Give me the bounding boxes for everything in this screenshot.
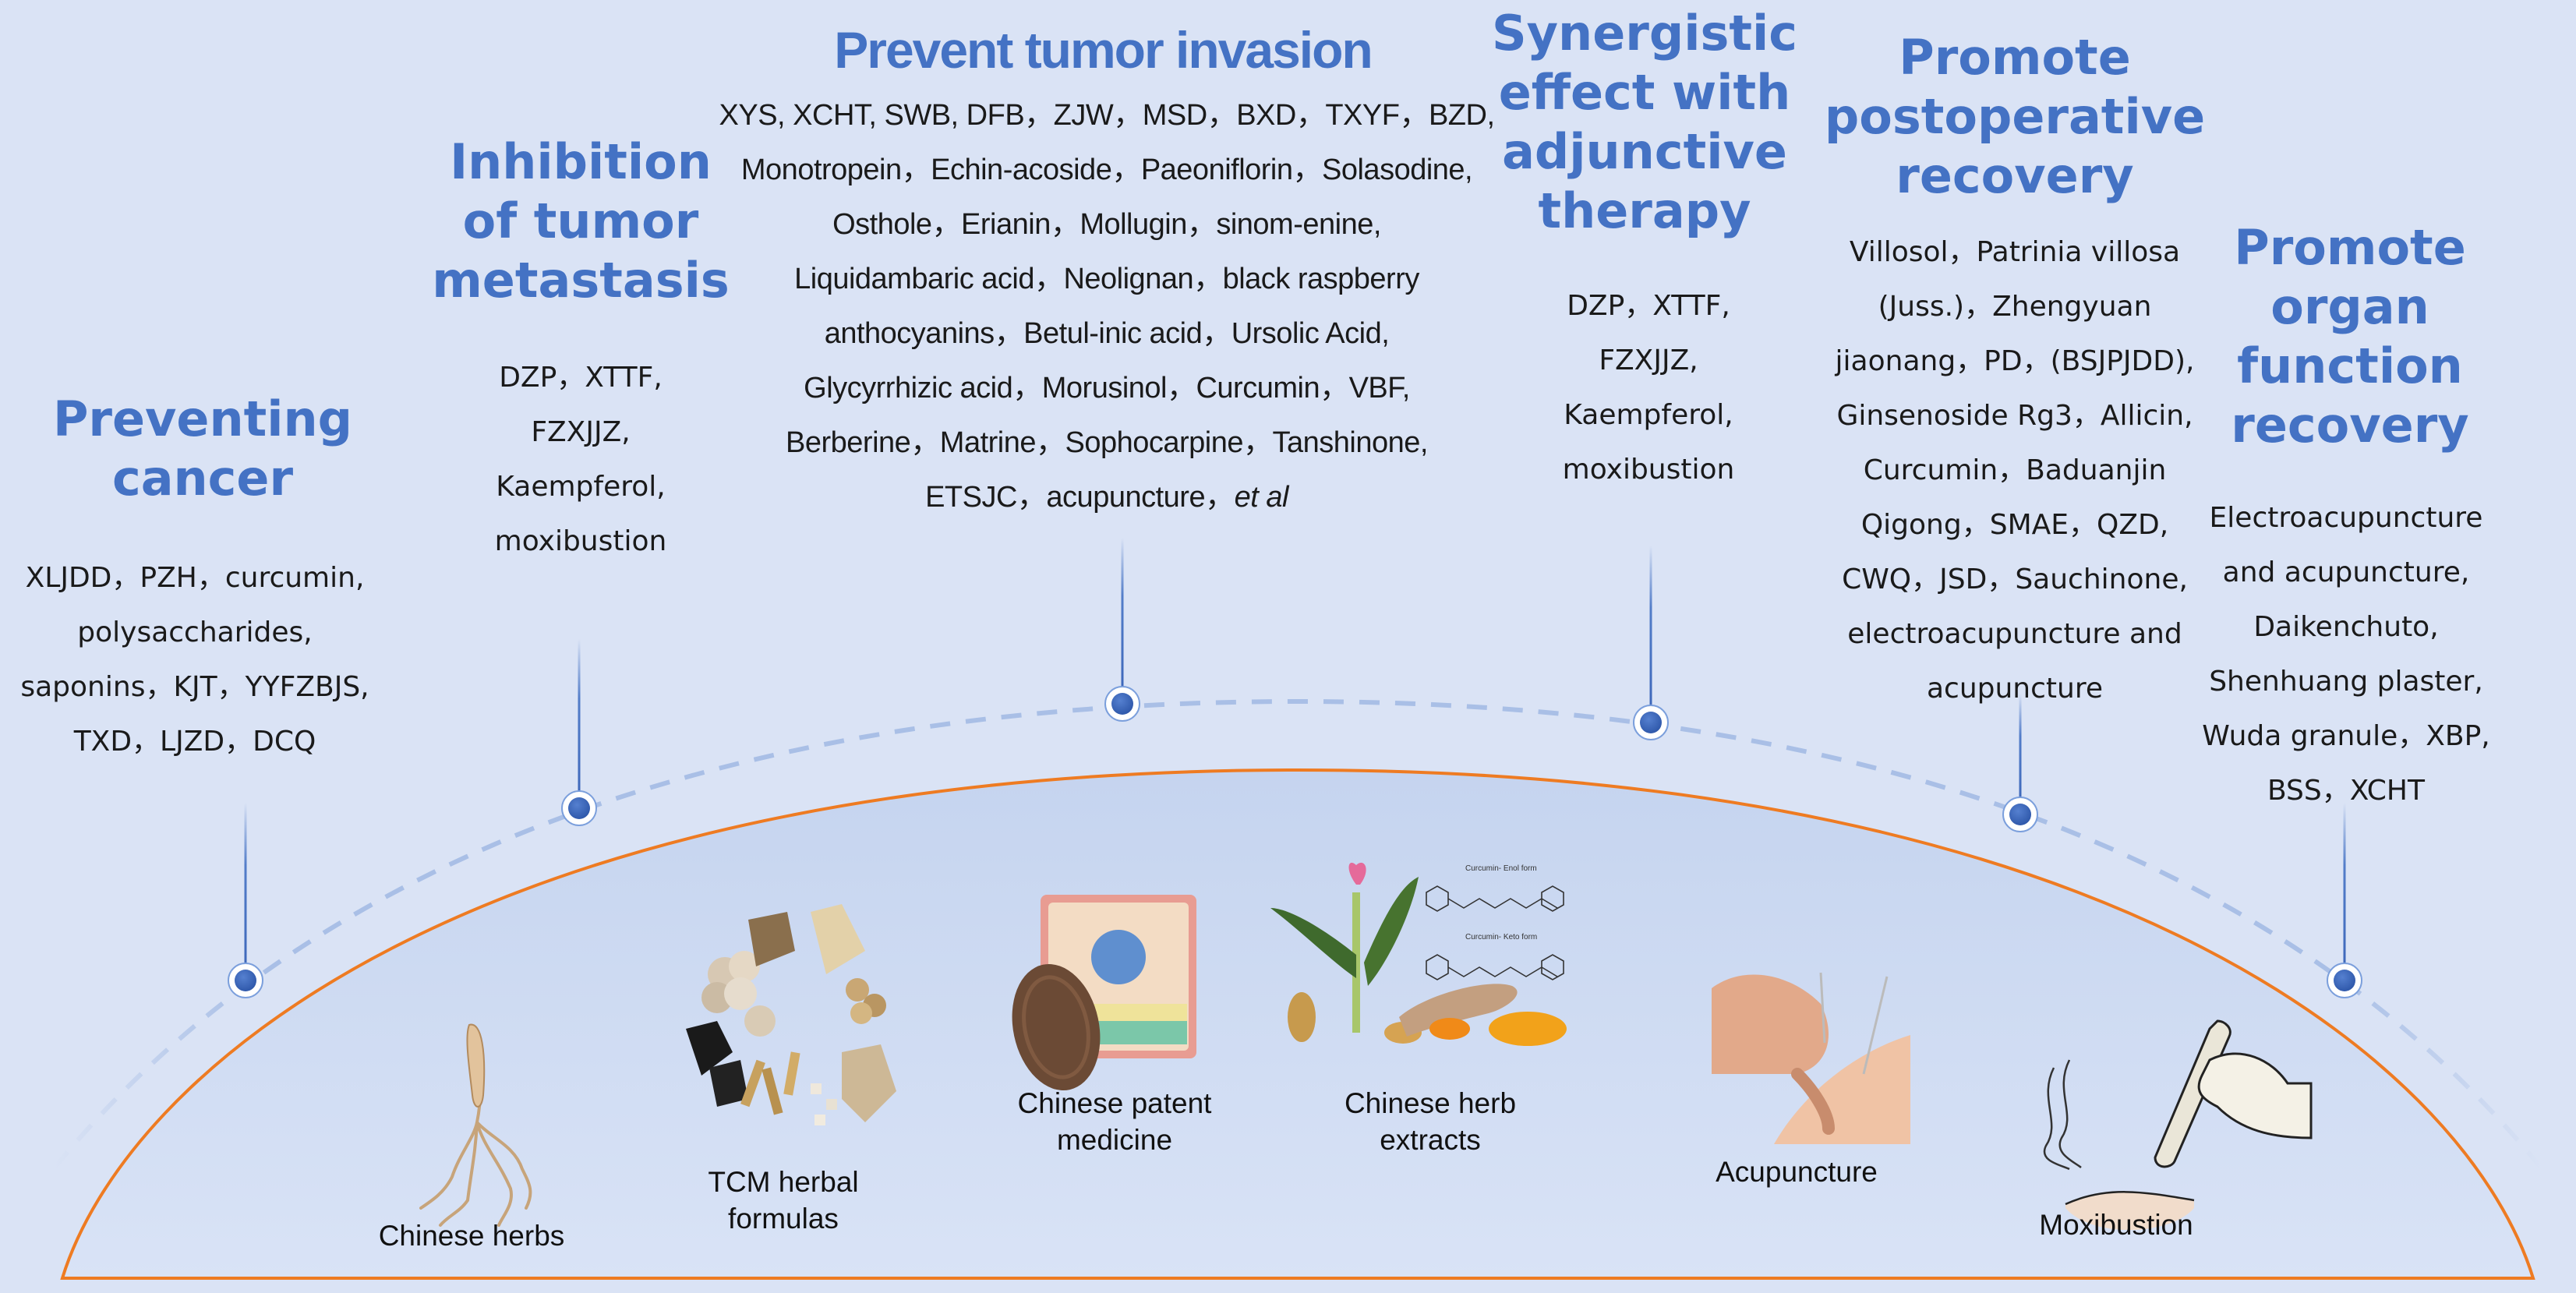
effect-item-line: Kaempferol, xyxy=(1564,399,1733,431)
effect-item-line: FZXJJZ, xyxy=(531,416,631,448)
effect-item-line: Villosol，Patrinia villosa xyxy=(1849,236,2181,268)
effect-item-line: DZP，XTTF, xyxy=(1567,290,1730,322)
effect-item-line: BSS，XCHT xyxy=(2267,775,2425,807)
effect-items-inhibition-metastasis: DZP，XTTF, FZXJJZ, Kaempferol, moxibustion xyxy=(436,351,725,569)
effect-items-prevent-invasion: XYS, XCHT, SWB, DFB，ZJW，MSD，BXD，TXYF，BZD… xyxy=(717,88,1496,525)
patent-medicine-box-icon xyxy=(1012,895,1196,1091)
effect-item-line: XYS, XCHT, SWB, DFB，ZJW，MSD，BXD，TXYF，BZD… xyxy=(719,99,1496,132)
effect-item-line: jiaonang，PD，(BSJPJDD), xyxy=(1835,345,2195,377)
effect-item-line: Daikenchuto, xyxy=(2253,611,2439,643)
ginseng-root-icon xyxy=(419,1023,532,1227)
connector-line-prevent-invasion xyxy=(1121,538,1124,704)
node-dot xyxy=(568,797,590,819)
connector-line-postoperative-recovery xyxy=(2019,694,2022,814)
effect-item-line: Curcumin，Baduanjin xyxy=(1863,454,2167,486)
connector-line-synergistic-effect xyxy=(1649,546,1652,722)
modality-label-acupuncture: Acupuncture xyxy=(1716,1156,1878,1188)
effect-item-line: TXD，LJZD，DCQ xyxy=(73,726,316,758)
effect-item-line: Shenhuang plaster, xyxy=(2209,666,2483,698)
effect-item-line: Kaempferol, xyxy=(496,471,666,503)
herbal-mix-icon xyxy=(686,904,896,1125)
acupuncture-needle-icon xyxy=(1712,972,1910,1144)
effect-item-line: Ginsenoside Rg3，Allicin, xyxy=(1836,400,2193,432)
effect-item-line: Berberine，Matrine，Sophocarpine，Tanshinon… xyxy=(786,426,1428,459)
modality-label-chinese-herbs: Chinese herbs xyxy=(378,1220,565,1252)
effect-item-line: saponins，KJT，YYFZBJS, xyxy=(20,671,369,703)
et-al-text: et al xyxy=(1234,481,1289,514)
timeline-node-organ-function-recovery xyxy=(2327,963,2362,998)
effect-item-line: polysaccharides, xyxy=(77,616,313,648)
effect-item-line: acupuncture xyxy=(1926,673,2104,705)
effect-item-line: ETSJC，acupuncture，et al xyxy=(925,481,1289,514)
effect-items-organ-function-recovery: Electroacupuncture and acupuncture, Daiken… xyxy=(2175,491,2518,818)
effect-item-line: FZXJJZ, xyxy=(1599,344,1698,376)
effect-item-line: Liquidambaric acid，Neolignan，black raspb… xyxy=(794,263,1419,295)
effect-items-preventing-cancer: XLJDD，PZH，curcumin, polysaccharides, sapon… xyxy=(0,551,390,769)
turmeric-curcumin-icon: Curcumin- Enol form Curcumin- Keto form xyxy=(1270,862,1567,1046)
modality-label-tcm-formulas: TCM herbal formulas xyxy=(708,1166,859,1235)
effect-item-line: moxibustion xyxy=(1562,454,1735,486)
effect-item-line: and acupuncture, xyxy=(2222,556,2470,588)
dashed-timeline-arc xyxy=(52,698,2543,1169)
effect-item-line: Electroacupuncture xyxy=(2209,502,2483,534)
effect-title-postoperative-recovery: Promote postoperative recovery xyxy=(1824,29,2206,204)
timeline-node-prevent-invasion xyxy=(1104,686,1140,722)
connector-line-organ-function-recovery xyxy=(2343,803,2346,980)
effect-item-line: DZP，XTTF, xyxy=(499,362,663,394)
effect-item-line: Osthole，Erianin，Mollugin，sinom-enine, xyxy=(832,208,1381,241)
modality-label-herb-extracts: Chinese herb extracts xyxy=(1344,1087,1517,1156)
connector-line-inhibition-metastasis xyxy=(578,639,581,808)
curcumin-enol-label: Curcumin- Enol form xyxy=(1465,864,1537,873)
effect-title-preventing-cancer: Preventing cancer xyxy=(52,390,353,507)
node-dot xyxy=(235,970,256,991)
effect-items-postoperative-recovery: Villosol，Patrinia villosa (Juss.)，Zhengyu… xyxy=(1808,225,2221,716)
curcumin-keto-label: Curcumin- Keto form xyxy=(1465,933,1537,941)
effect-item-line: electroacupuncture and xyxy=(1847,618,2182,650)
node-dot xyxy=(1640,712,1662,733)
effect-item-line: Wuda granule，XBP, xyxy=(2202,720,2490,752)
connector-line-preventing-cancer xyxy=(244,803,247,980)
node-dot xyxy=(1111,693,1133,715)
node-dot xyxy=(2334,970,2355,991)
modality-label-moxibustion: Moxibustion xyxy=(2039,1209,2193,1241)
timeline-node-synergistic-effect xyxy=(1633,705,1669,740)
effect-items-synergistic-effect: DZP，XTTF, FZXJJZ, Kaempferol, moxibustion xyxy=(1508,279,1789,497)
effect-item-line: Monotropein，Echin-acoside，Paeoniflorin，S… xyxy=(740,154,1473,186)
effect-title-prevent-invasion: Prevent tumor invasion xyxy=(834,21,1373,79)
effect-title-inhibition-metastasis: Inhibition of tumor metastasis xyxy=(432,133,730,309)
effect-item-line: Qigong，SMAE，QZD, xyxy=(1860,509,2169,541)
effect-item-line: XLJDD，PZH，curcumin, xyxy=(25,562,365,594)
effect-title-synergistic-effect: Synergistic effect with adjunctive thera… xyxy=(1491,5,1797,239)
timeline-node-inhibition-metastasis xyxy=(561,790,597,826)
timeline-node-preventing-cancer xyxy=(228,963,263,998)
effect-item-line: Glycyrrhizic acid，Morusinol，Curcumin，VBF… xyxy=(804,372,1410,405)
timeline-node-postoperative-recovery xyxy=(2002,797,2038,832)
moxa-stick-icon xyxy=(2043,1019,2313,1231)
effect-title-organ-function-recovery: Promote organ function recovery xyxy=(2231,219,2469,454)
effect-item-line: anthocyanins，Betul-inic acid，Ursolic Aci… xyxy=(824,317,1390,350)
effect-item-line: CWQ，JSD，Sauchinone, xyxy=(1842,563,2188,595)
node-dot xyxy=(2009,804,2031,825)
effect-item-line: (Juss.)，Zhengyuan xyxy=(1878,291,2152,323)
modality-label-patent-medicine: Chinese patent medicine xyxy=(1017,1087,1212,1156)
effect-item-line: moxibustion xyxy=(494,525,667,557)
